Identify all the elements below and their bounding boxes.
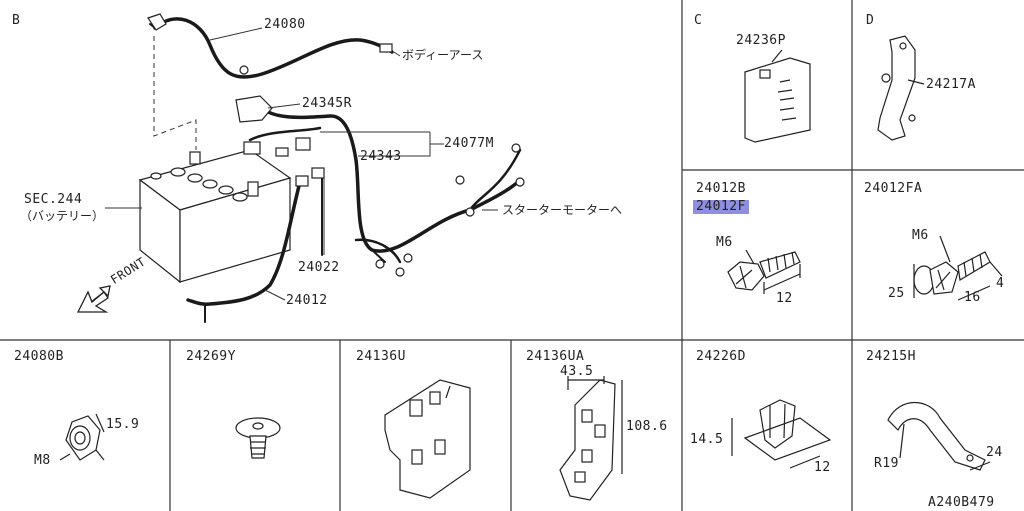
clip-24269Y xyxy=(235,417,281,459)
part-24136U-label: 24136U xyxy=(356,349,406,364)
bracket xyxy=(877,35,925,141)
dim-15-9-label: 15.9 xyxy=(106,417,140,432)
sec244-label: SEC.244 xyxy=(24,192,83,207)
connectors xyxy=(147,13,525,277)
part-24080-label: 24080 xyxy=(264,17,306,32)
thread-m8-label: M8 xyxy=(34,453,51,468)
bolt-m6-washer xyxy=(913,235,1003,301)
part-24236P-label: 24236P xyxy=(736,33,786,48)
dim-108-6-label: 108.6 xyxy=(626,419,668,434)
dim-25-label: 25 xyxy=(888,286,905,301)
diagram-code: A240B479 xyxy=(928,495,995,510)
leader-lines xyxy=(105,27,498,301)
dim-16-label: 16 xyxy=(964,290,981,305)
bolt-length-label: 12 xyxy=(776,291,793,306)
panel-d-title: D xyxy=(866,13,875,28)
part-24215H-label: 24215H xyxy=(866,349,916,364)
bolt-m6-label: M6 xyxy=(716,235,733,250)
part-24012FA-label: 24012FA xyxy=(864,181,923,196)
body-earth-label: ボディーアース xyxy=(402,48,484,62)
part-24217A-label: 24217A xyxy=(926,77,976,92)
part-24080B-label: 24080B xyxy=(14,349,64,364)
dim-4-label: 4 xyxy=(996,276,1005,291)
front-arrow xyxy=(76,285,111,313)
radius-r19-label: R19 xyxy=(874,456,899,471)
dim-14-5-label: 14.5 xyxy=(690,432,724,447)
dashed-guides xyxy=(153,36,197,150)
part-24343-label: 24343 xyxy=(360,149,402,164)
part-24345R-label: 24345R xyxy=(302,96,352,111)
part-24012F-label-highlighted[interactable]: 24012F xyxy=(693,200,749,214)
starter-motor-label: スターターモーターへ xyxy=(502,203,623,217)
bracket-24136UA xyxy=(559,376,623,501)
nut-m8 xyxy=(59,413,105,461)
part-24022-label: 24022 xyxy=(298,260,340,275)
bolt-m6-fa-label: M6 xyxy=(912,228,929,243)
clip-24226D xyxy=(731,399,832,469)
panel-b-title: B xyxy=(12,13,21,28)
battery-label: （バッテリー） xyxy=(20,209,105,223)
dim-12-label: 12 xyxy=(814,460,831,475)
battery xyxy=(138,149,292,284)
dim-43-5-label: 43.5 xyxy=(560,364,594,379)
part-24226D-label: 24226D xyxy=(696,349,746,364)
bracket-24136U xyxy=(384,379,471,499)
part-24077M-label: 24077M xyxy=(444,136,494,151)
dim-24-label: 24 xyxy=(986,445,1003,460)
part-24012B-label: 24012B xyxy=(696,181,746,196)
clamp-24215H xyxy=(887,402,991,471)
panel-c-title: C xyxy=(694,13,703,28)
part-24136UA-label: 24136UA xyxy=(526,349,585,364)
insulator-plate xyxy=(744,49,811,143)
part-24012-label: 24012 xyxy=(286,293,328,308)
bolt-m6 xyxy=(727,249,801,294)
part-24269Y-label: 24269Y xyxy=(186,349,236,364)
